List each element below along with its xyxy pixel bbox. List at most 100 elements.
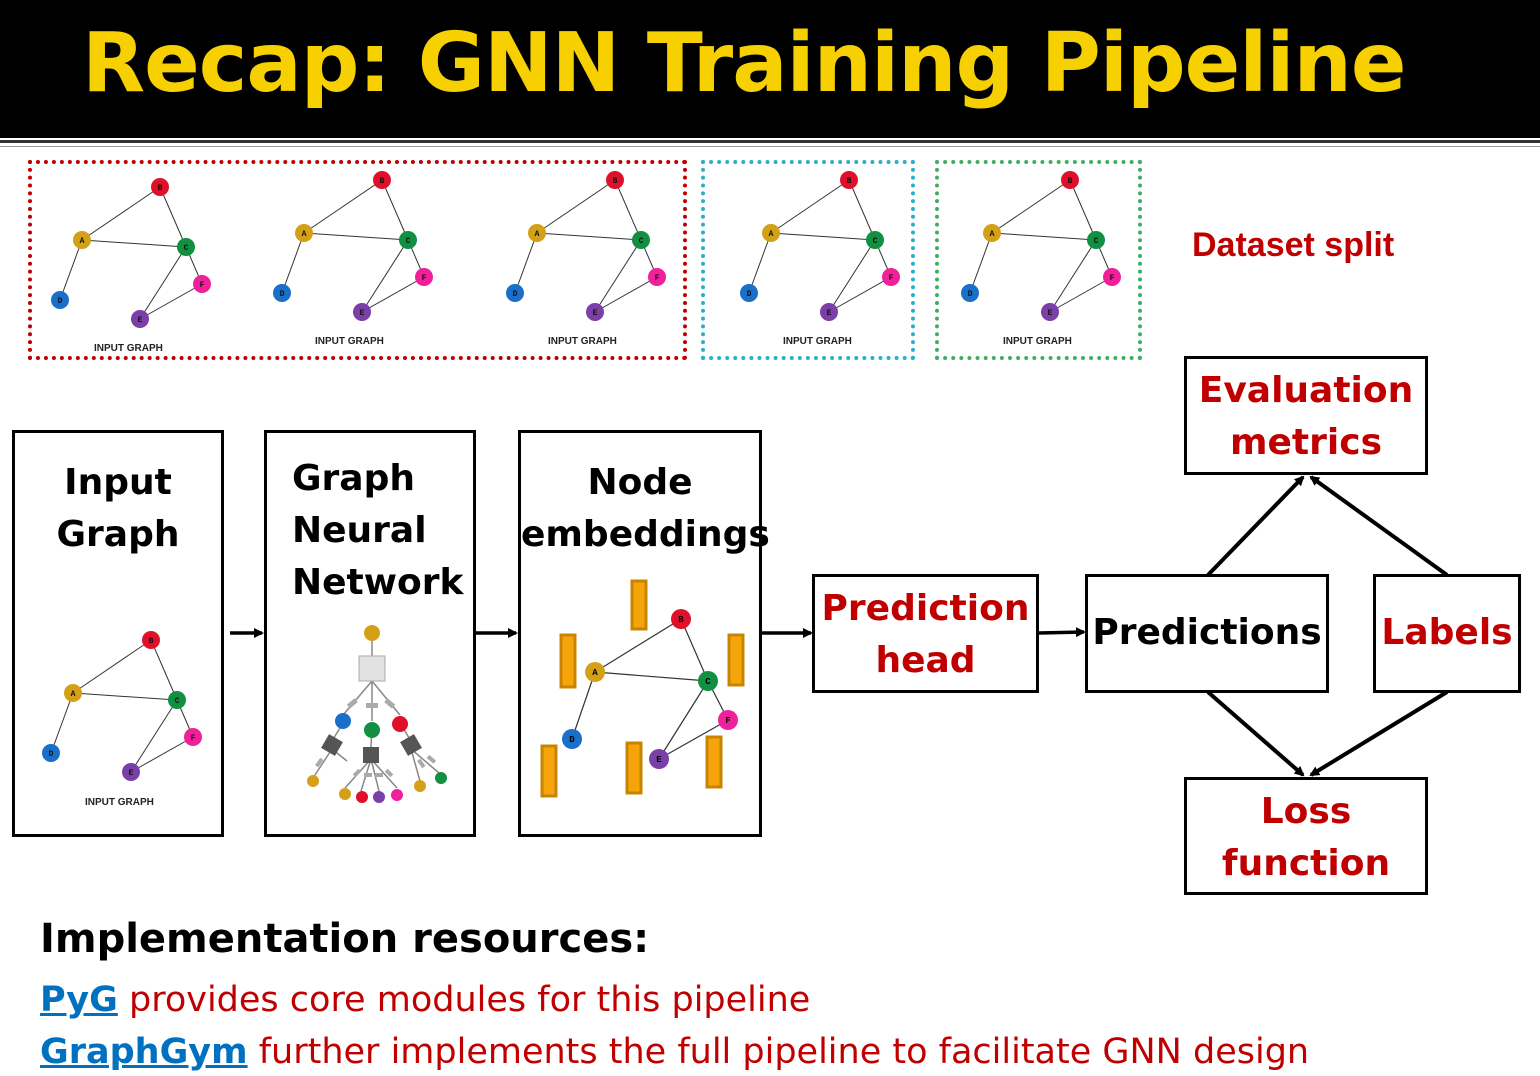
graph-node-label: C [873,237,878,246]
graph-node-label: B [1068,177,1073,186]
loss-function-title: Loss function [1221,791,1391,884]
graph-node [820,303,838,321]
graph-node [353,303,371,321]
graph-node [528,224,546,242]
input-graph-label: INPUT GRAPH [548,336,617,347]
graph-node-label: B [613,177,618,186]
graph-edge [1069,179,1097,241]
pyg-link[interactable]: PyG [40,980,118,1020]
graph-edge [770,179,850,234]
input-graph-label: INPUT GRAPH [315,336,384,347]
graph-node-label: C [175,697,180,706]
arrow-predictions-to-loss [1206,690,1305,777]
page-title: Recap: GNN Training Pipeline [82,16,1406,111]
arrow-predictions-to-metrics [1206,475,1305,577]
graph-node [1103,268,1121,286]
input-graph-label: INPUT GRAPH [85,797,154,808]
graph-edge [828,239,876,313]
graph-node-label: C [184,244,189,253]
graph-node [273,284,291,302]
graph-edge [150,639,178,701]
arrow-head-to-predictions [1038,627,1086,638]
input-graph-label: INPUT GRAPH [783,336,852,347]
validation-split-box [701,160,915,360]
graph-node-label: F [422,274,427,283]
input-graph-title: Input Graph [56,462,180,555]
graph-node [142,631,160,649]
gnn-title: Graph Neural Network [292,458,464,603]
gnn-computation-graph [307,625,447,803]
graph-edge [159,186,187,248]
graph-node [1041,303,1059,321]
graph-node [882,268,900,286]
input-graph-label: INPUT GRAPH [94,343,163,354]
graph-node-label: A [80,237,85,246]
gnn-box: Graph Neural Network [264,430,476,837]
graph-node [415,268,433,286]
labels-title: Labels [1381,612,1513,653]
resource-line-graphgym: GraphGym further implements the full pip… [40,1032,1310,1072]
graph-edge [72,692,178,701]
graph-node [1061,171,1079,189]
graph-node-label: F [200,281,205,290]
predictions-box: Predictions [1085,574,1329,693]
graph-node [586,303,604,321]
graph-node [1087,231,1105,249]
prediction-head-title: Prediction head [821,588,1030,681]
graph-node [373,171,391,189]
graph-edge [770,232,876,241]
graph-node-label: A [535,230,540,239]
svg-text:C: C [705,677,711,687]
graph-node [73,231,91,249]
graph-node-label: F [889,274,894,283]
graph-edge [139,283,203,320]
graph-node [866,231,884,249]
graph-edge [381,179,409,241]
graph-node-label: E [129,769,134,778]
graph-node [840,171,858,189]
graph-node-label: E [593,309,598,318]
evaluation-metrics-box: Evaluation metrics [1184,356,1428,475]
graph-node-label: D [58,297,63,306]
graph-node [151,178,169,196]
svg-text:E: E [656,755,662,765]
graph-edge [828,276,892,313]
svg-text:B: B [678,615,684,625]
evaluation-metrics-title: Evaluation metrics [1198,370,1414,463]
graph-node-label: B [149,637,154,646]
graph-node [184,728,202,746]
svg-text:A: A [592,668,598,678]
graph-node-label: C [639,237,644,246]
graph-node-label: B [158,184,163,193]
graph-edge [81,239,187,248]
train-split-box [28,160,687,360]
graph-node [632,231,650,249]
graph-edge [594,239,642,313]
title-bar: Recap: GNN Training Pipeline [0,0,1540,138]
graph-edge [848,179,876,241]
prediction-head-box: Prediction head [812,574,1039,693]
graph-edge [361,239,409,313]
graphgym-link[interactable]: GraphGym [40,1032,248,1072]
graph-node-label: A [990,230,995,239]
graph-edge [72,639,152,694]
graph-node-label: F [191,734,196,743]
graph-node-label: E [138,316,143,325]
svg-text:F: F [725,716,730,726]
graph-edge [536,232,642,241]
graph-node [131,310,149,328]
resources-heading: Implementation resources: [40,916,650,962]
graph-node [762,224,780,242]
graph-node [648,268,666,286]
graph-edge [139,246,187,320]
graph-edge [303,179,383,234]
dataset-split-label: Dataset split [1192,226,1395,264]
graph-node [295,224,313,242]
graph-node-label: B [380,177,385,186]
